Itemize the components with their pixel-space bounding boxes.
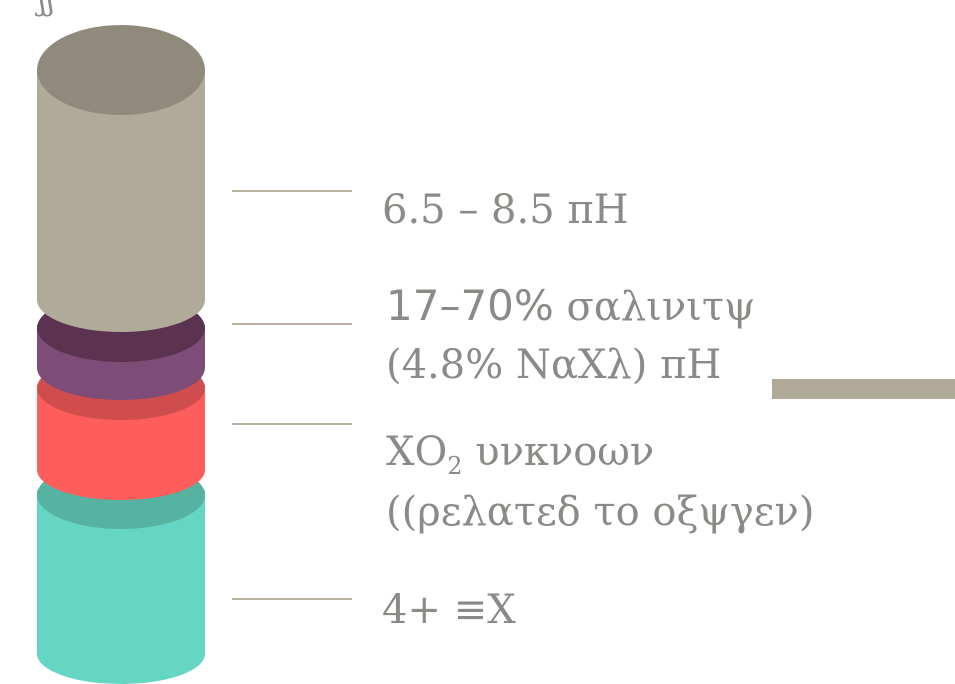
leader-line-salinity (232, 323, 352, 325)
label-co2-line2: ((ρελατεδ το οξψγεν) (386, 489, 815, 535)
label-base-text: 4+ ≡Χ (382, 587, 516, 633)
label-ph: 6.5 – 8.5 πH (382, 190, 629, 230)
co2-prefix: ΧΟ (386, 429, 448, 475)
label-co2: ΧΟ2 υνκνοων ((ρελατεδ το οξψγεν) (386, 432, 814, 532)
salinity-word: σαλινιτψ (566, 284, 756, 330)
co2-subscript: 2 (447, 452, 463, 480)
co2-word: υνκνοων (462, 429, 655, 475)
partial-top-glyph: ʃʃ (38, 0, 55, 18)
label-salinity-line2: (4.8% ΝαΧλ) πΗ (386, 342, 722, 388)
ph-layer-cylinder (37, 25, 205, 332)
label-salinity-line1: 17–70% σαλινιτψ (386, 284, 756, 330)
label-salinity: 17–70% σαλινιτψ (4.8% ΝαΧλ) πΗ (386, 284, 756, 388)
ph-layer-body (37, 70, 205, 332)
leader-line-co2 (232, 423, 352, 425)
leader-line-ph (232, 190, 352, 192)
base-layer-body (37, 490, 205, 684)
label-base: 4+ ≡Χ (382, 590, 516, 630)
accent-bar (772, 379, 955, 399)
salinity-percent: 17–70% (386, 281, 554, 330)
ph-layer-top (37, 25, 205, 115)
leader-line-base (232, 598, 352, 600)
label-ph-text: 6.5 – 8.5 πH (382, 187, 629, 233)
label-co2-line1: ΧΟ2 υνκνοων (386, 432, 814, 478)
